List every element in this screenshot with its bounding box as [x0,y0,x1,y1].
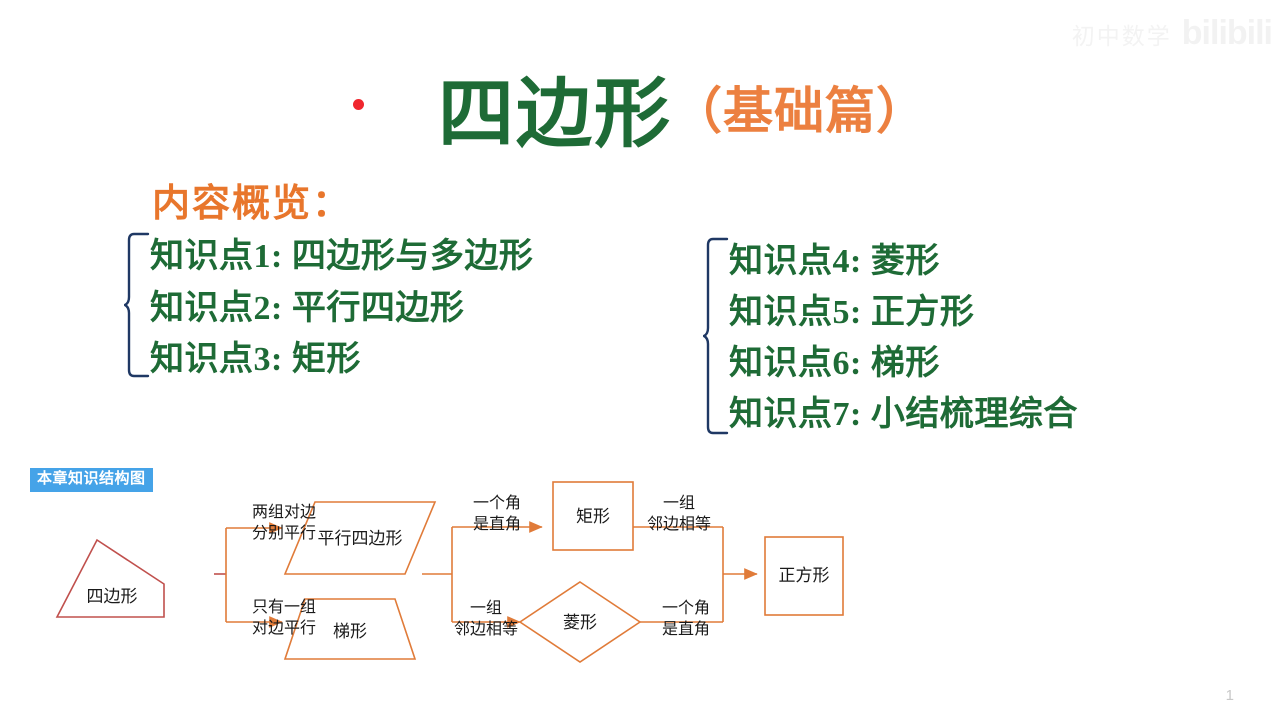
knowledge-point-4: 知识点4: 菱形 [729,243,940,280]
node-rectangle-label: 矩形 [576,507,610,526]
node-rhombus-label: 菱形 [563,613,597,632]
watermark: 初中数学 bilibili [1071,14,1273,53]
edge-label-rect-to-square-line2: 邻边相等 [647,515,711,533]
page-number: 1 [1225,687,1234,704]
edge-label-to-rectangle-line2: 是直角 [473,515,521,533]
edge-label-to-parallelogram-line1: 两组对边 [252,503,316,521]
edge-label-rhom-to-square-line2: 是直角 [662,620,710,638]
node-trapezoid-label: 梯形 [333,622,367,641]
knowledge-point-1: 知识点1: 四边形与多边形 [150,238,534,275]
edge-label-to-rhombus-line2: 邻边相等 [454,620,518,638]
edge-label-rhom-to-square-line1: 一个角 [662,599,710,617]
overview-heading: 内容概览： [152,183,353,225]
knowledge-point-7: 知识点7: 小结梳理综合 [729,396,1078,433]
left-brace-icon [124,231,150,386]
knowledge-point-3: 知识点3: 矩形 [150,341,361,379]
watermark-text: 初中数学 [1071,22,1172,49]
edge-label-to-rhombus-line1: 一组 [470,599,502,617]
edge-label-to-trapezoid-line1: 只有一组 [252,598,316,616]
edge-label-rect-to-square-line1: 一组 [663,494,695,512]
red-dot-icon [353,98,364,110]
right-brace-icon [703,236,729,440]
edge-label-to-trapezoid-line2: 对边平行 [252,619,316,637]
knowledge-point-list-left: 知识点1: 四边形与多边形 知识点2: 平行四边形 知识点3: 矩形 [150,231,533,386]
knowledge-point-list-right: 知识点4: 菱形 知识点5: 正方形 知识点6: 梯形 知识点7: 小结梳理综合 [729,236,1078,440]
edge-label-to-rectangle-line1: 一个角 [473,494,521,512]
knowledge-point-2: 知识点2: 平行四边形 [150,289,465,327]
node-parallelogram-label: 平行四边形 [318,529,403,548]
edge-label-to-parallelogram-line2: 分别平行 [252,524,316,542]
node-square-label: 正方形 [779,566,830,585]
bilibili-logo-icon: bilibili [1181,14,1273,52]
title-sub-text: （基础篇） [672,83,927,139]
knowledge-point-group-left: 知识点1: 四边形与多边形 知识点2: 平行四边形 知识点3: 矩形 [124,231,533,386]
knowledge-point-group-right: 知识点4: 菱形 知识点5: 正方形 知识点6: 梯形 知识点7: 小结梳理综合 [703,236,1078,440]
knowledge-structure-diagram: 四边形 平行四边形 梯形 矩形 菱形 正方形 两组对边 分别平行 只有一组 对边… [20,462,880,702]
page-title: 四边形（基础篇） [0,52,1280,162]
knowledge-point-6: 知识点6: 梯形 [729,345,940,382]
knowledge-point-5: 知识点5: 正方形 [729,294,975,331]
structure-diagram-badge: 本章知识结构图 [30,468,153,492]
title-main-text: 四边形 [438,73,672,157]
node-quadrilateral-label: 四边形 [87,587,138,606]
